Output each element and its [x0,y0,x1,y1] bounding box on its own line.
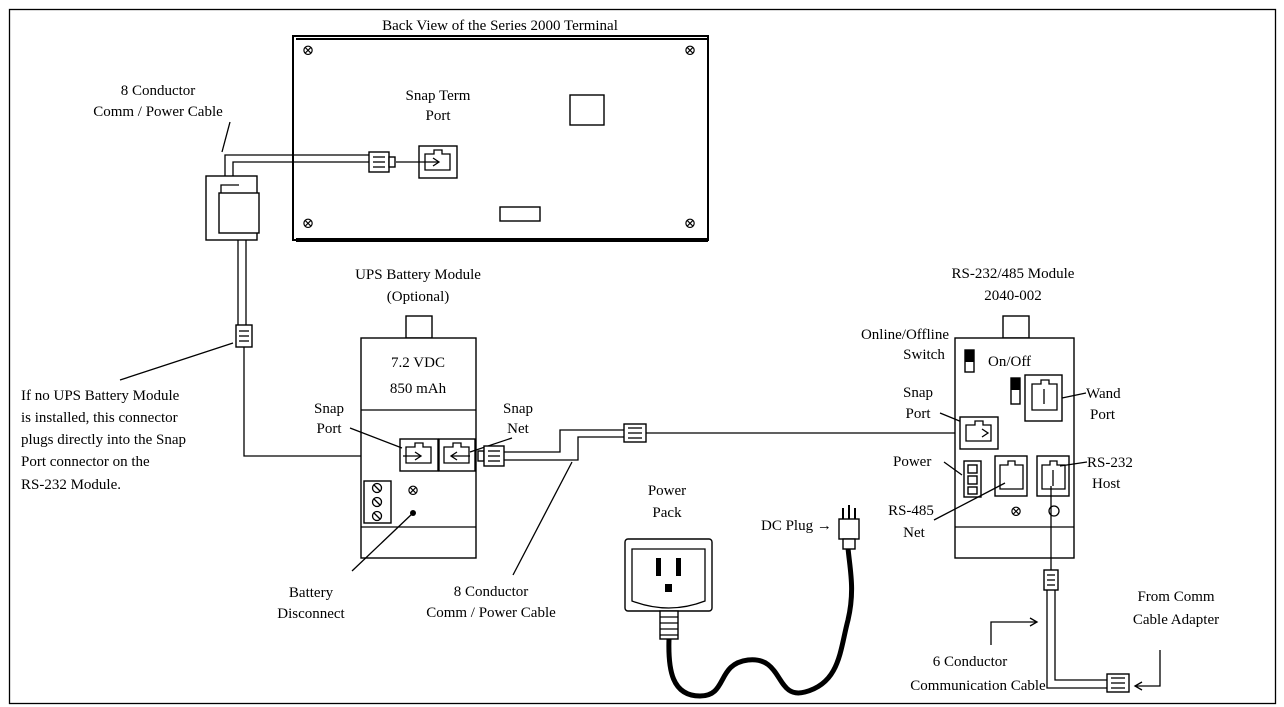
ups-snap-port-icon [399,438,439,472]
wand-port-icon [1024,374,1063,422]
six-conductor-cable: From Comm Cable Adapter 6 Conductor Comm… [910,486,1219,694]
ups-note: If no UPS Battery Module is installed, t… [21,388,186,493]
note-line: If no UPS Battery Module [21,388,180,404]
screw-icon: ⊗ [407,483,420,499]
battery-terminal-block [363,480,392,524]
rj-plug-icon [623,423,647,443]
bottom-cable-label: 6 Conductor [933,654,1008,670]
ups-title: UPS Battery Module [355,267,481,283]
rs-snap-port-label: Snap [903,385,933,401]
rs485-net-label: Net [903,525,925,541]
indicator-hole [1048,505,1060,517]
dc-plug-icon [838,505,860,550]
snap-term-port-label: Snap Term [406,88,471,104]
screw-icon: ⊗ [684,43,697,59]
ups-snap-net-label: Snap [503,401,533,417]
screw-icon: ⊗ [302,43,315,59]
snap-term-port-icon [396,145,458,179]
outer-frame [8,8,1277,705]
terminal-window [569,94,605,126]
terminal-back-panel [292,35,709,241]
power-pack-label: Pack [652,505,682,521]
ups-snap-net-label: Net [507,421,529,437]
power-cord [666,547,855,699]
ups-snap-port-label: Port [316,421,342,437]
snap-term-port-label: Port [425,108,451,124]
note-line: plugs directly into the Snap [21,432,186,448]
note-line: Port connector on the [21,454,150,470]
rs-232-host-port-icon [1036,455,1070,497]
ups-title: (Optional) [387,289,449,305]
wand-port-label: Port [1090,407,1116,423]
rj-plug-icon [1106,673,1130,693]
screw-icon: ⊗ [684,216,697,232]
rs-485-net-port-icon [994,455,1028,497]
rs232-host-label: RS-232 [1087,455,1133,471]
ups-voltage: 7.2 VDC [391,355,445,371]
ups-battery-module: UPS Battery Module (Optional) 7.2 VDC 85… [277,267,533,622]
online-switch-label: Online/Offline [861,327,949,343]
rs-232-485-module: RS-232/485 Module 2040-002 Online/Offlin… [861,266,1133,559]
ups-snap-net-icon [438,438,476,472]
battery-disconnect-label: Disconnect [277,606,345,622]
mid-cable-label: 8 Conductor [454,584,529,600]
ups-capacity: 850 mAh [390,381,447,397]
top-cable-label: Comm / Power Cable [93,104,223,120]
bottom-cable-label: Communication Cable [910,678,1046,694]
on-off-label: On/Off [988,354,1031,370]
rj-plug-icon [477,445,505,467]
rs485-net-label: RS-485 [888,503,934,519]
rs-snap-port-label: Port [905,406,931,422]
series-2000-terminal: Back View of the Series 2000 Terminal ⊗ … [292,18,709,242]
on-off-switch-icon [1010,377,1021,405]
top-cable-label: 8 Conductor [121,83,196,99]
dc-plug-label: DC Plug → [761,518,832,534]
screw-icon: ⊗ [1010,504,1023,520]
rj-plug-icon [235,324,253,348]
mid-cable-label: Comm / Power Cable [426,605,556,621]
terminal-title: Back View of the Series 2000 Terminal [382,18,618,34]
rs232-host-label: Host [1092,476,1121,492]
battery-disconnect-label: Battery [289,585,334,601]
comm-adapter-label: Cable Adapter [1133,612,1219,628]
online-switch-label: Switch [903,347,945,363]
note-line: is installed, this connector [21,410,178,426]
rs-module-title: RS-232/485 Module [952,266,1075,282]
wand-port-label: Wand [1086,386,1121,402]
online-offline-switch-icon [964,349,975,373]
screw-icon: ⊗ [302,216,315,232]
terminal-slot [499,206,541,222]
power-connector-icon [963,460,982,498]
power-pack-label: Power [648,483,686,499]
rs-snap-port-icon [959,416,999,450]
rs-module-title: 2040-002 [984,288,1042,304]
ups-snap-port-label: Snap [314,401,344,417]
top-comm-power-cable: 8 Conductor Comm / Power Cable [93,83,403,457]
power-pack: Power Pack DC Plug → [624,483,860,699]
rj-plug-icon [1043,569,1059,591]
power-connector-label: Power [893,454,931,470]
rj-plug-icon [368,151,396,173]
rs-module-top-tab [1002,315,1030,339]
note-line: RS-232 Module. [21,477,121,493]
ups-top-tab [405,315,433,339]
comm-adapter-label: From Comm [1137,589,1214,605]
middle-comm-power-cable: 8 Conductor Comm / Power Cable [426,423,988,621]
power-pack-body [624,538,713,612]
